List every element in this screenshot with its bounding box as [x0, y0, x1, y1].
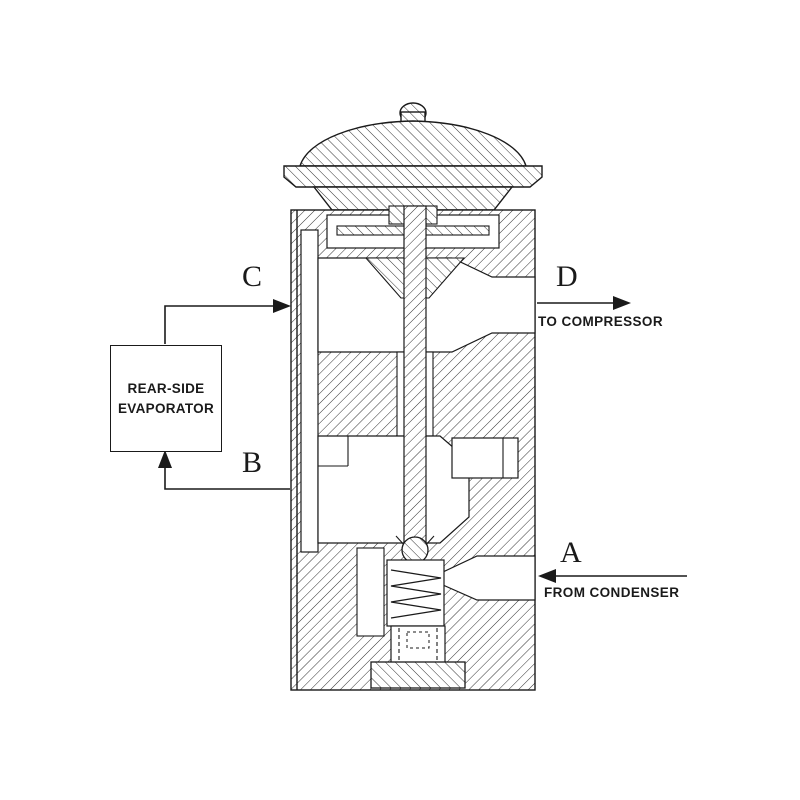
- caption-to-compressor: TO COMPRESSOR: [538, 314, 663, 329]
- flow-arrow-d: [537, 296, 631, 310]
- arrowhead-a-icon: [538, 569, 556, 583]
- adjustment-plug: [390, 625, 446, 665]
- left-wall-channel: [300, 229, 319, 553]
- evaporator-box-line1: REAR-SIDE: [127, 381, 205, 396]
- arrowhead-b-icon: [158, 450, 172, 468]
- flow-lines: [158, 296, 687, 583]
- flow-arrow-a: [538, 569, 687, 583]
- bottom-nut: [370, 661, 466, 689]
- port-label-b: B: [242, 446, 263, 479]
- caption-from-condenser: FROM CONDENSER: [544, 585, 680, 600]
- line-b: [164, 456, 290, 490]
- lower-chamber-b: [317, 435, 470, 544]
- plug-hidden-bore: [406, 631, 430, 649]
- plug-hidden-thread-lines: [398, 628, 438, 662]
- valve-ball: [401, 536, 429, 564]
- arrowhead-c-icon: [273, 299, 291, 313]
- right-boss: [451, 437, 519, 479]
- port-label-a: A: [560, 536, 582, 569]
- flow-arrow-c: [164, 299, 291, 344]
- power-element-dome: [283, 102, 543, 211]
- evaporator-box-line2: EVAPORATOR: [117, 401, 214, 416]
- rear-side-evaporator-box: REAR-SIDE EVAPORATOR: [110, 345, 222, 452]
- lower-chamber-step-lines: [318, 436, 349, 467]
- port-label-d: D: [556, 260, 578, 293]
- valve-internals: [370, 205, 466, 689]
- spring: [390, 569, 442, 619]
- dome-shell: [299, 120, 527, 167]
- line-c: [164, 305, 274, 344]
- left-bottom-channel: [356, 547, 385, 637]
- dome-flange: [283, 165, 543, 188]
- flow-arrow-b: [158, 450, 290, 490]
- valve-assembly: [158, 102, 687, 691]
- arrowhead-d-icon: [613, 296, 631, 310]
- push-rod: [403, 205, 427, 553]
- port-label-c: C: [242, 260, 263, 293]
